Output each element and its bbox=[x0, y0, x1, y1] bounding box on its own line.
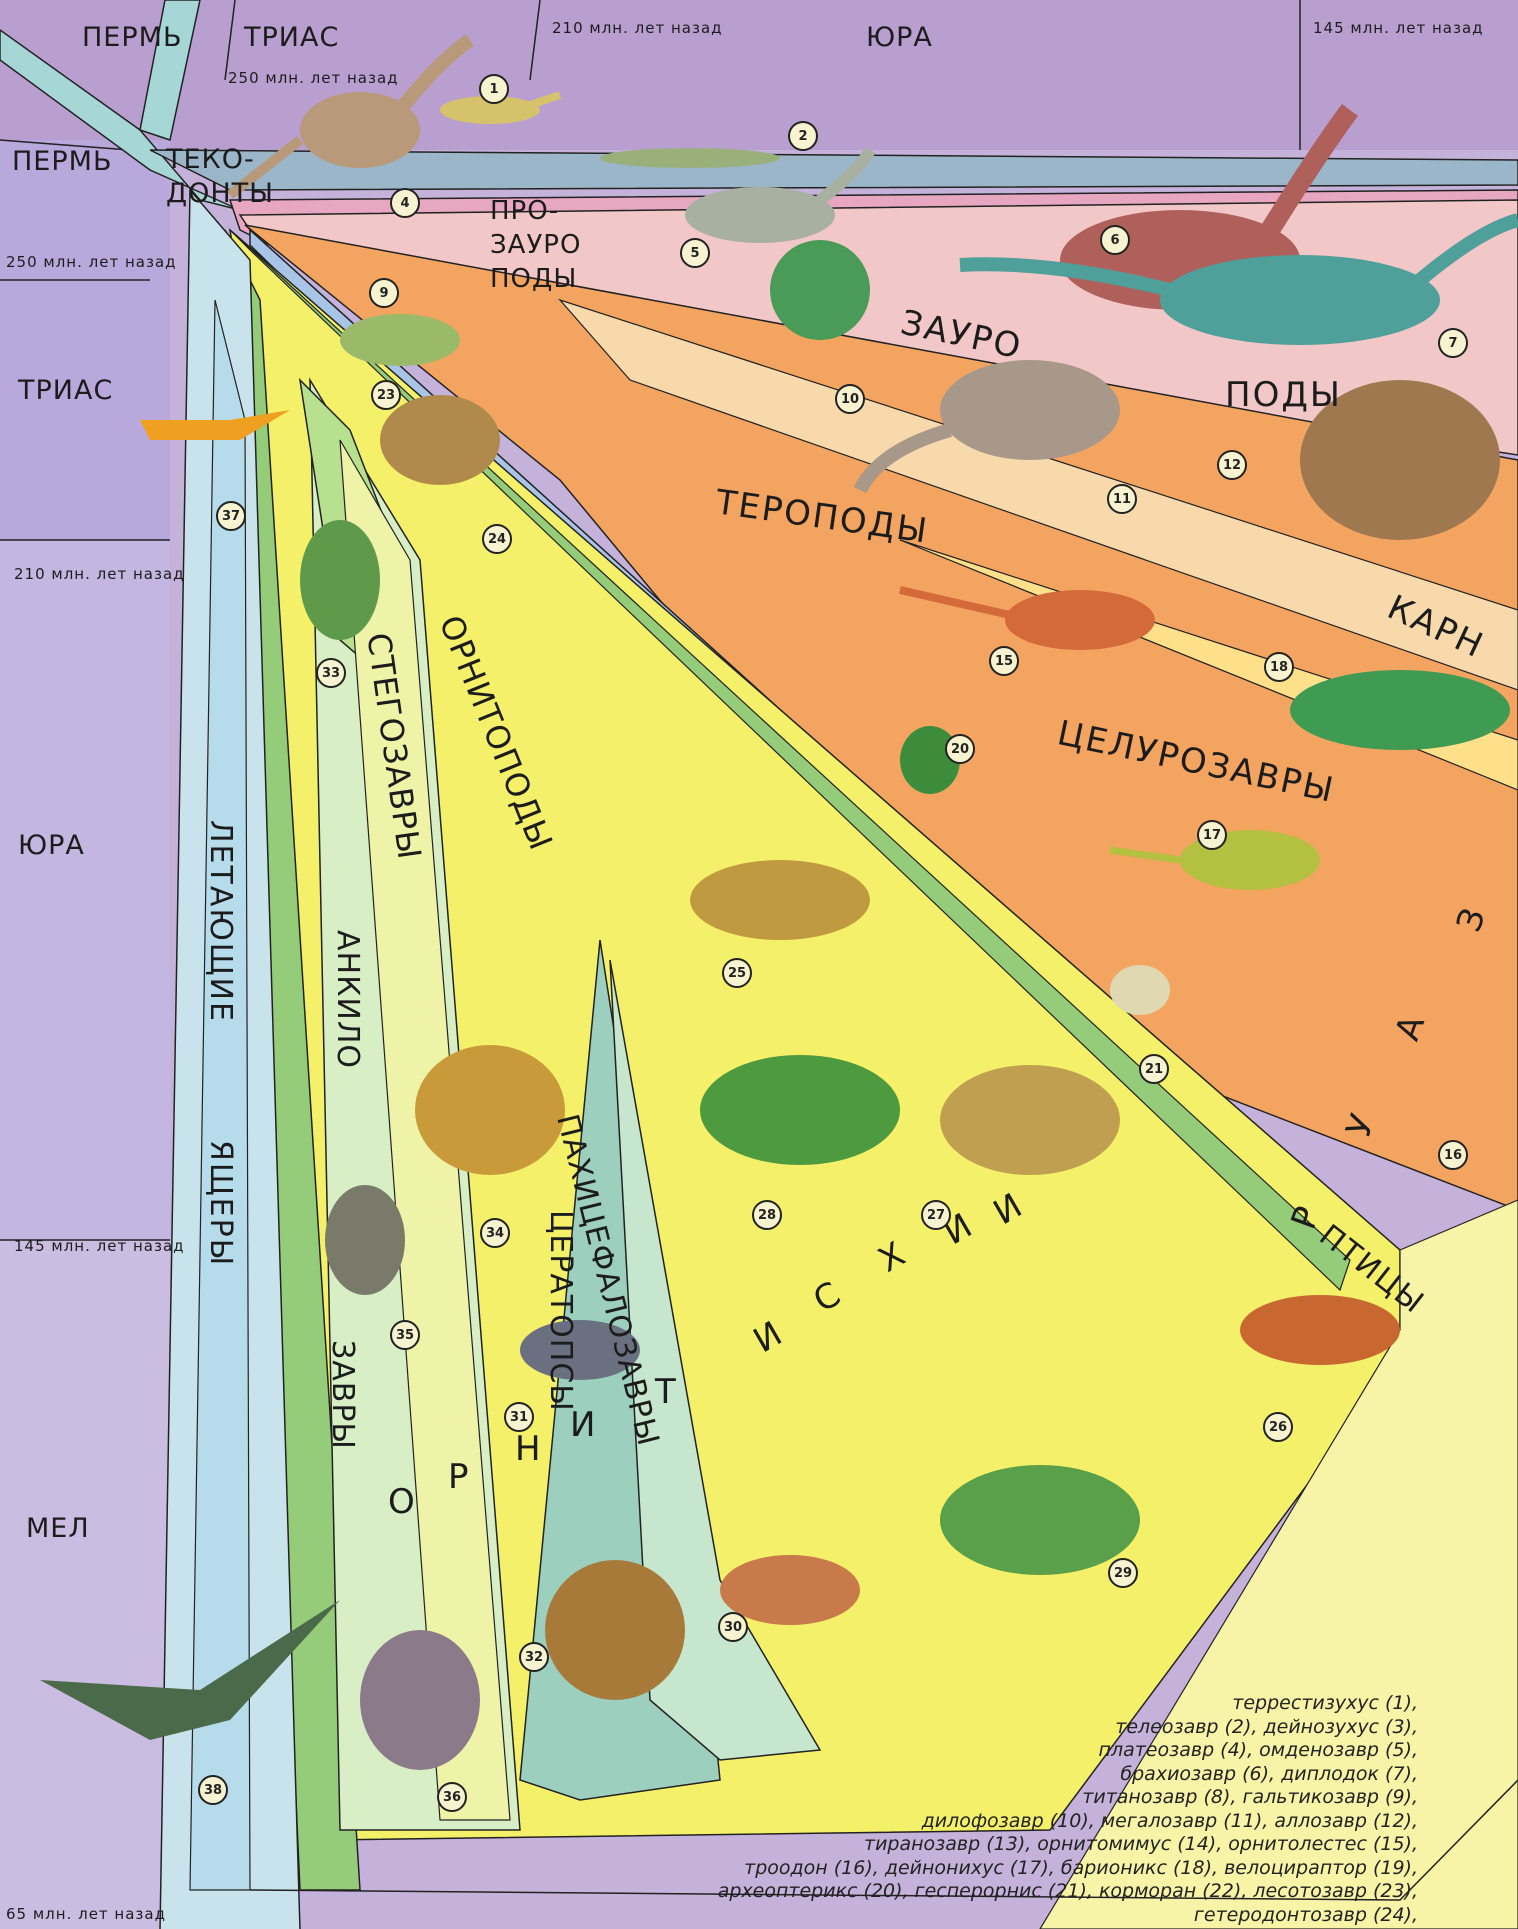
marker-17: 17 bbox=[1197, 820, 1227, 850]
label-yashchery: ЯЩЕРЫ bbox=[205, 1140, 235, 1267]
label-orn-2: Р bbox=[448, 1460, 471, 1494]
quetzalcoatlus-figure bbox=[40, 1600, 340, 1740]
ornitholestes-figure bbox=[900, 590, 1155, 650]
label-prozavropody-2: ЗАУРО bbox=[490, 232, 581, 258]
legend-line: троодон (16), дейнонихус (17), барионикс… bbox=[558, 1857, 1418, 1881]
marker-26: 26 bbox=[1263, 1412, 1293, 1442]
marker-33: 33 bbox=[316, 658, 346, 688]
time-250-top: 250 млн. лет назад bbox=[228, 70, 338, 87]
marker-29: 29 bbox=[1108, 1558, 1138, 1588]
marker-18: 18 bbox=[1264, 652, 1294, 682]
marker-34: 34 bbox=[480, 1218, 510, 1248]
marker-20: 20 bbox=[945, 734, 975, 764]
megalosaurus-figure bbox=[860, 360, 1120, 490]
era-perm-left: ПЕРМЬ bbox=[12, 148, 112, 175]
ouranosaurus-figure bbox=[940, 1065, 1120, 1175]
label-tseratopsy: ЦЕРАТОПСЫ bbox=[545, 1210, 575, 1412]
lesothosaurus-figure bbox=[340, 314, 460, 366]
time-65-bottom: 65 млн. лет назад bbox=[6, 1906, 206, 1923]
legend-line: гетеродонтозавр (24), bbox=[558, 1904, 1418, 1928]
marker-27: 27 bbox=[921, 1200, 951, 1230]
time-145-top: 145 млн. лет назад bbox=[1313, 20, 1413, 37]
stegosaurus-figure bbox=[415, 1045, 565, 1175]
triceratops-figure bbox=[545, 1560, 685, 1700]
time-250-left: 250 млн. лет назад bbox=[6, 254, 106, 271]
marker-24: 24 bbox=[482, 524, 512, 554]
legend-line: титанозавр (8), гальтикозавр (9), bbox=[558, 1786, 1418, 1810]
label-orn-4: И bbox=[570, 1408, 597, 1442]
label-orn-3: Н bbox=[515, 1432, 543, 1466]
maiasaura-figure bbox=[940, 1465, 1140, 1575]
polacanthus-figure bbox=[325, 1185, 405, 1295]
era-mel-left: МЕЛ bbox=[26, 1515, 90, 1542]
legend-line: археоптерикс (20), гесперорнис (21), кор… bbox=[558, 1880, 1418, 1904]
label-prozavropody-1: ПРО- bbox=[490, 198, 559, 224]
legend-line: террестизухус (1), bbox=[558, 1692, 1418, 1716]
species-legend: террестизухус (1), телеозавр (2), дейноз… bbox=[558, 1692, 1418, 1927]
marker-37: 37 bbox=[216, 501, 246, 531]
marker-35: 35 bbox=[390, 1320, 420, 1350]
legend-line: платеозавр (4), омденозавр (5), bbox=[558, 1739, 1418, 1763]
era-yura-top: ЮРА bbox=[866, 24, 933, 51]
label-orn-5: Т bbox=[655, 1375, 678, 1409]
label-letayushchie: ЛЕТАЮЩИЕ bbox=[205, 820, 235, 1023]
dilophosaurus-figure bbox=[770, 240, 870, 340]
label-tekodonty-1: ТЕКО- bbox=[166, 146, 255, 173]
time-210-left: 210 млн. лет назад bbox=[14, 566, 114, 583]
label-prozavropody-3: ПОДЫ bbox=[490, 266, 577, 292]
era-yura-left: ЮРА bbox=[18, 832, 85, 859]
edmontosaurus-figure bbox=[1240, 1295, 1400, 1365]
marker-38: 38 bbox=[198, 1775, 228, 1805]
era-trias-left: ТРИАС bbox=[18, 377, 113, 404]
legend-line: дилофозавр (10), мегалозавр (11), аллоза… bbox=[558, 1810, 1418, 1834]
label-zavry: ЗАВРЫ bbox=[327, 1340, 357, 1450]
plateosaurus-figure bbox=[230, 40, 470, 195]
marker-9: 9 bbox=[369, 278, 399, 308]
time-210-top: 210 млн. лет назад bbox=[552, 20, 662, 37]
time-145-left: 145 млн. лет назад bbox=[14, 1238, 114, 1255]
marker-10: 10 bbox=[835, 384, 865, 414]
marker-36: 36 bbox=[437, 1782, 467, 1812]
marker-21: 21 bbox=[1139, 1054, 1169, 1084]
hesperornis-figure bbox=[1110, 965, 1170, 1015]
marker-11: 11 bbox=[1107, 484, 1137, 514]
label-pody: ПОДЫ bbox=[1225, 378, 1342, 412]
marker-32: 32 bbox=[519, 1642, 549, 1672]
era-perm-top: ПЕРМЬ bbox=[82, 24, 182, 51]
label-tekodonty-2: ДОНТЫ bbox=[166, 180, 274, 207]
marker-2: 2 bbox=[788, 121, 818, 151]
marker-1: 1 bbox=[479, 74, 509, 104]
marker-15: 15 bbox=[989, 646, 1019, 676]
marker-12: 12 bbox=[1217, 450, 1247, 480]
scelidosaurus-figure bbox=[300, 520, 380, 640]
legend-line: тиранозавр (13), орнитомимус (14), орнит… bbox=[558, 1833, 1418, 1857]
marker-5: 5 bbox=[680, 238, 710, 268]
marker-6: 6 bbox=[1100, 225, 1130, 255]
pterosaur-small-figure bbox=[140, 410, 290, 440]
teleosaurus-figure bbox=[600, 148, 780, 168]
marker-16: 16 bbox=[1438, 1140, 1468, 1170]
marker-30: 30 bbox=[718, 1612, 748, 1642]
legend-line: телеозавр (2), дейнозухус (3), bbox=[558, 1716, 1418, 1740]
ankylosaurus-figure bbox=[360, 1630, 480, 1770]
era-trias-top: ТРИАС bbox=[244, 24, 339, 51]
marker-28: 28 bbox=[752, 1200, 782, 1230]
legend-line: брахиозавр (6), диплодок (7), bbox=[558, 1763, 1418, 1787]
marker-23: 23 bbox=[371, 380, 401, 410]
marker-25: 25 bbox=[722, 958, 752, 988]
marker-31: 31 bbox=[504, 1402, 534, 1432]
marker-7: 7 bbox=[1438, 328, 1468, 358]
marker-4: 4 bbox=[390, 188, 420, 218]
label-orn-1: О bbox=[388, 1485, 417, 1519]
baryonyx-figure bbox=[1290, 670, 1510, 750]
hypsilophodon-figure bbox=[690, 860, 870, 940]
heterodontosaurus-figure bbox=[380, 395, 500, 485]
label-ankilo: АНКИЛО bbox=[332, 930, 362, 1069]
iguanodon-figure bbox=[700, 1055, 900, 1165]
